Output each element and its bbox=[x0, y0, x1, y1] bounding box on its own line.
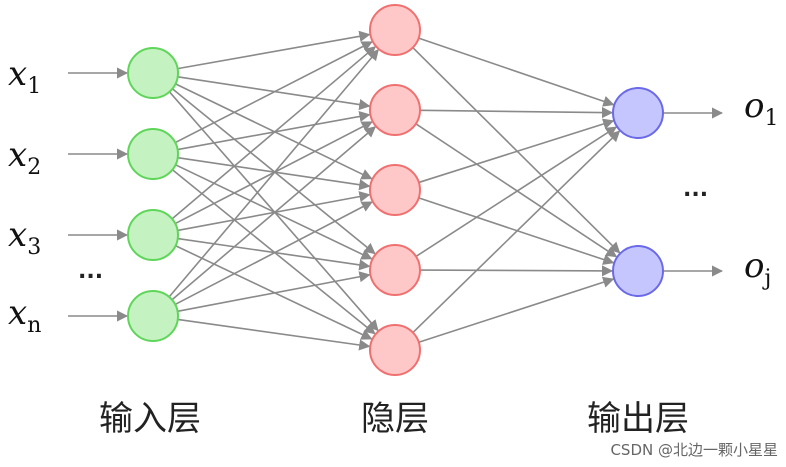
edge-in4-h5 bbox=[177, 318, 371, 351]
edge-in4-h2 bbox=[171, 126, 377, 301]
layer-label-output: 输出层 bbox=[587, 399, 689, 439]
input-label-2: x2 bbox=[8, 135, 41, 180]
edge-in4-h3 bbox=[174, 201, 373, 306]
edge-h1-out1 bbox=[418, 37, 615, 107]
output-label-1: o1 bbox=[744, 86, 778, 131]
edge-in4-h1 bbox=[168, 48, 379, 298]
edge-h1-out2 bbox=[412, 47, 621, 254]
neuron-nodes bbox=[127, 4, 664, 376]
edge-h3-out2 bbox=[418, 197, 615, 265]
input-node-4 bbox=[127, 290, 179, 342]
hidden-node-4 bbox=[369, 244, 421, 296]
edge-h2-out2 bbox=[415, 123, 618, 258]
input-label-3: x3 bbox=[8, 215, 41, 260]
edge-h4-out1 bbox=[415, 126, 618, 258]
input-node-1 bbox=[127, 47, 179, 99]
edge-in1-h1 bbox=[177, 30, 371, 70]
edge-in3-h1 bbox=[171, 46, 377, 220]
output-label-j: oj bbox=[744, 246, 771, 291]
hidden-node-5 bbox=[369, 324, 421, 376]
edge-h5-out2 bbox=[418, 276, 615, 344]
input-label-n: xn bbox=[8, 293, 41, 338]
input-node-2 bbox=[127, 128, 179, 180]
input-ellipsis: ... bbox=[78, 259, 103, 284]
output-node-2 bbox=[612, 245, 664, 297]
layer-label-hidden: 隐层 bbox=[361, 399, 429, 439]
edge-in4-h4 bbox=[177, 271, 371, 313]
output-ellipsis: ... bbox=[683, 177, 708, 202]
connection-edges bbox=[68, 30, 724, 351]
input-node-3 bbox=[127, 209, 179, 261]
hidden-node-3 bbox=[369, 164, 421, 216]
input-labels: x1 x2 x3 xn ... bbox=[8, 54, 103, 338]
layer-label-input: 输入层 bbox=[99, 399, 201, 439]
edge-in2-h1 bbox=[174, 41, 373, 144]
output-labels: o1 oj ... bbox=[683, 86, 778, 291]
edge-h5-out1 bbox=[412, 130, 621, 334]
edge-h3-out1 bbox=[418, 118, 615, 184]
edge-h2-out1 bbox=[419, 106, 614, 119]
hidden-node-2 bbox=[369, 84, 421, 136]
hidden-node-1 bbox=[369, 4, 421, 56]
csdn-watermark: CSDN @北边一颗小星星 bbox=[610, 441, 778, 459]
input-label-1: x1 bbox=[8, 54, 41, 99]
output-node-1 bbox=[612, 87, 664, 139]
edge-h4-out2 bbox=[419, 265, 614, 277]
